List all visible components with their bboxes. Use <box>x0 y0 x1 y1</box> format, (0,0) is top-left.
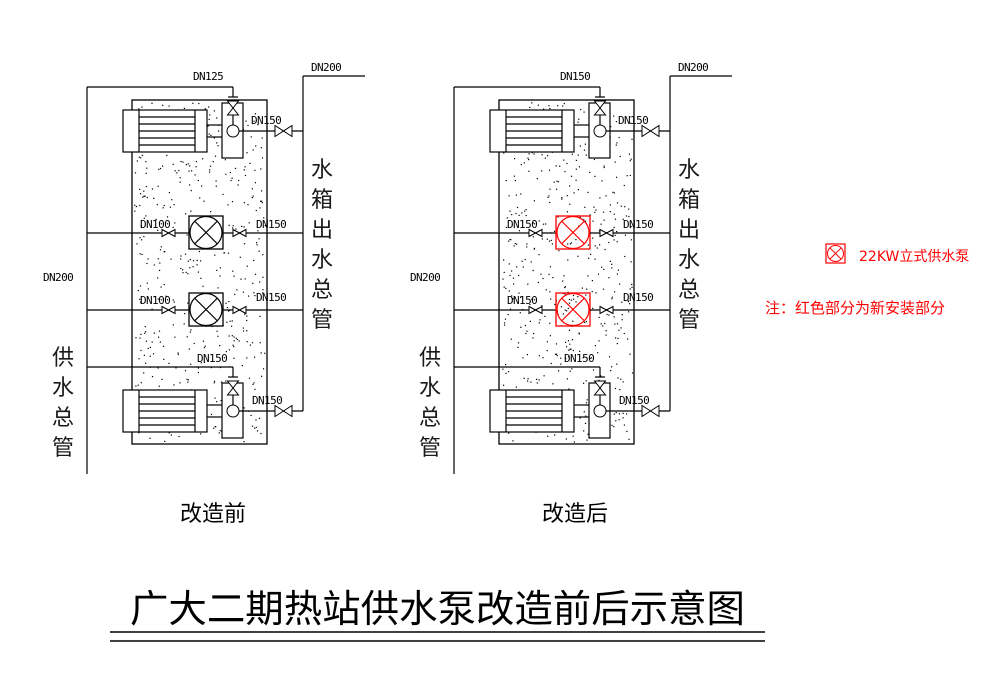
dn-label-row1-outlet: DN150 <box>623 218 653 231</box>
gate-valve-bottom-inlet <box>226 380 240 396</box>
supply-main-label-char: 水 <box>419 376 441 401</box>
supply-main-label-char: 管 <box>52 436 74 461</box>
return-main-label-char: 总 <box>311 278 333 303</box>
horizontal-pump-unit-top <box>122 102 244 159</box>
gate-valve-bottom-outlet <box>641 404 660 418</box>
impeller-circle-top <box>593 124 607 138</box>
gate-valve-top-inlet <box>226 100 240 116</box>
supply-main-label-char: 总 <box>419 406 441 431</box>
pump-circle <box>189 215 223 250</box>
return-main-label-char: 管 <box>311 308 333 333</box>
dn-label-top-outlet: DN150 <box>251 114 281 127</box>
impeller-circle-top <box>226 124 240 138</box>
legend-note: 注：红色部分为新安装部分 <box>765 299 945 317</box>
drawing-title: 广大二期热站供水泵改造前后示意图 <box>130 587 745 631</box>
gate-valve-top-inlet <box>593 100 607 116</box>
row2-inlet-valve <box>161 305 176 315</box>
caption-after: 改造后 <box>542 502 608 527</box>
dn-label-bottom-outlet: DN150 <box>252 394 282 407</box>
return-main-label-char: 出 <box>311 218 333 243</box>
dn-label-bottom-outlet: DN150 <box>619 394 649 407</box>
return-main-label-char: 箱 <box>678 188 700 213</box>
dn-label-bottom-feed: DN150 <box>564 352 594 365</box>
row2-outlet-valve <box>599 305 614 315</box>
row1-inlet-valve <box>528 228 543 238</box>
gate-valve-bottom-outlet <box>274 404 293 418</box>
dn-label-return-main: DN200 <box>311 61 341 74</box>
row1-outlet-valve <box>232 228 247 238</box>
horizontal-pump-unit-top <box>489 102 611 159</box>
pump-circle <box>556 215 590 250</box>
water-tank <box>131 99 268 445</box>
supply-main-label-char: 管 <box>419 436 441 461</box>
dn-label-top-feed: DN125 <box>193 70 223 83</box>
dn-label-return-main: DN200 <box>678 61 708 74</box>
pump-circle <box>556 292 590 327</box>
supply-main-label-char: 总 <box>52 406 74 431</box>
row1-inlet-valve <box>161 228 176 238</box>
dn-label-row2-inlet: DN100 <box>140 294 170 307</box>
pump-cross <box>194 298 218 321</box>
impeller-circle-bottom <box>226 404 240 418</box>
supply-main-label-char: 供 <box>52 346 74 371</box>
row1-outlet-valve <box>599 228 614 238</box>
vertical-pump-2 <box>188 292 224 327</box>
dn-label-row2-outlet: DN150 <box>623 291 653 304</box>
gate-valve-top-outlet <box>274 124 293 138</box>
legend-pump-label: 22KW立式供水泵 <box>859 249 969 265</box>
dn-label-row1-inlet: DN100 <box>140 218 170 231</box>
return-main-label-char: 出 <box>678 218 700 243</box>
horizontal-pump-unit-bottom <box>122 382 244 439</box>
dn-label-supply-main: DN200 <box>410 271 440 284</box>
dn-label-bottom-feed: DN150 <box>197 352 227 365</box>
legend: 22KW立式供水泵 注：红色部分为新安装部分 <box>765 243 969 317</box>
gate-valve-top-outlet <box>641 124 660 138</box>
pump-cross <box>194 221 218 244</box>
gate-valve-bottom-inlet <box>593 380 607 396</box>
return-main-label-char: 管 <box>678 308 700 333</box>
water-tank <box>498 99 635 445</box>
row2-inlet-valve <box>528 305 543 315</box>
horizontal-pump-unit-bottom <box>489 382 611 439</box>
dn-label-top-feed: DN150 <box>560 70 590 83</box>
supply-main-label-char: 供 <box>419 346 441 371</box>
dn-label-top-outlet: DN150 <box>618 114 648 127</box>
return-main-label-char: 水 <box>311 248 333 273</box>
pump-cross <box>561 221 585 244</box>
supply-main-label-char: 水 <box>52 376 74 401</box>
dn-label-row2-outlet: DN150 <box>256 291 286 304</box>
return-main-label-char: 水 <box>678 248 700 273</box>
dn-label-supply-main: DN200 <box>43 271 73 284</box>
impeller-circle-bottom <box>593 404 607 418</box>
dn-label-row1-outlet: DN150 <box>256 218 286 231</box>
return-main-label-char: 水 <box>311 158 333 183</box>
pump-cross <box>561 298 585 321</box>
dn-label-row2-inlet: DN150 <box>507 294 537 307</box>
pump-circle <box>189 292 223 327</box>
dn-label-row1-inlet: DN150 <box>507 218 537 231</box>
vertical-pump-1 <box>188 215 224 250</box>
return-main-label-char: 总 <box>678 278 700 303</box>
caption-before: 改造前 <box>180 502 246 527</box>
row2-outlet-valve <box>232 305 247 315</box>
return-main-label-char: 水 <box>678 158 700 183</box>
return-main-label-char: 箱 <box>311 188 333 213</box>
pump-symbol-icon <box>825 243 846 264</box>
